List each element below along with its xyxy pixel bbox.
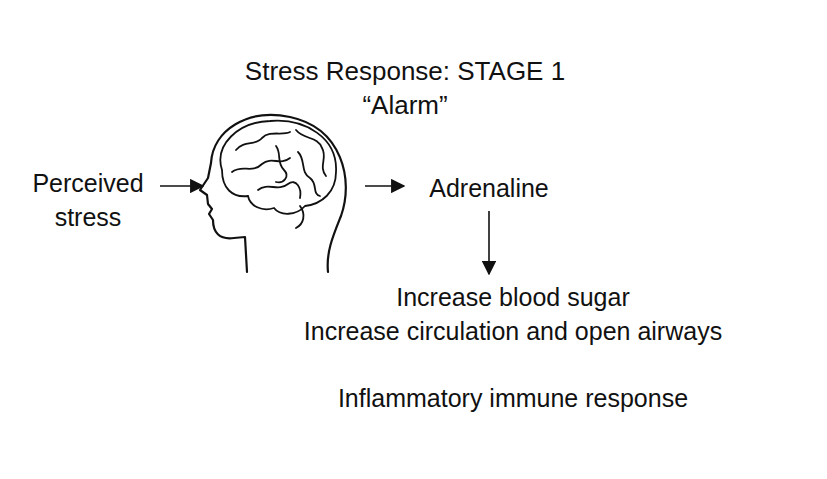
head-profile (200, 115, 346, 272)
text-node: Perceived stress (13, 166, 163, 234)
flow-arrows (160, 185, 404, 187)
text-node: Increase blood sugarIncrease circulation… (304, 280, 722, 348)
note-label: Inflammatory immune response (338, 381, 688, 415)
brain-drawing (220, 121, 336, 228)
node-text: Adrenaline (429, 171, 549, 205)
diagram-title: Stress Response: STAGE 1 “Alarm” (205, 54, 605, 122)
node-text: Perceived stress (13, 166, 163, 234)
node-text: Increase blood sugar (304, 280, 722, 314)
output-arrow (365, 185, 404, 187)
input-arrow (160, 185, 203, 187)
node-text: Increase circulation and open airways (304, 314, 722, 348)
text-node: Adrenaline (429, 171, 549, 205)
flow-connector (488, 211, 490, 274)
